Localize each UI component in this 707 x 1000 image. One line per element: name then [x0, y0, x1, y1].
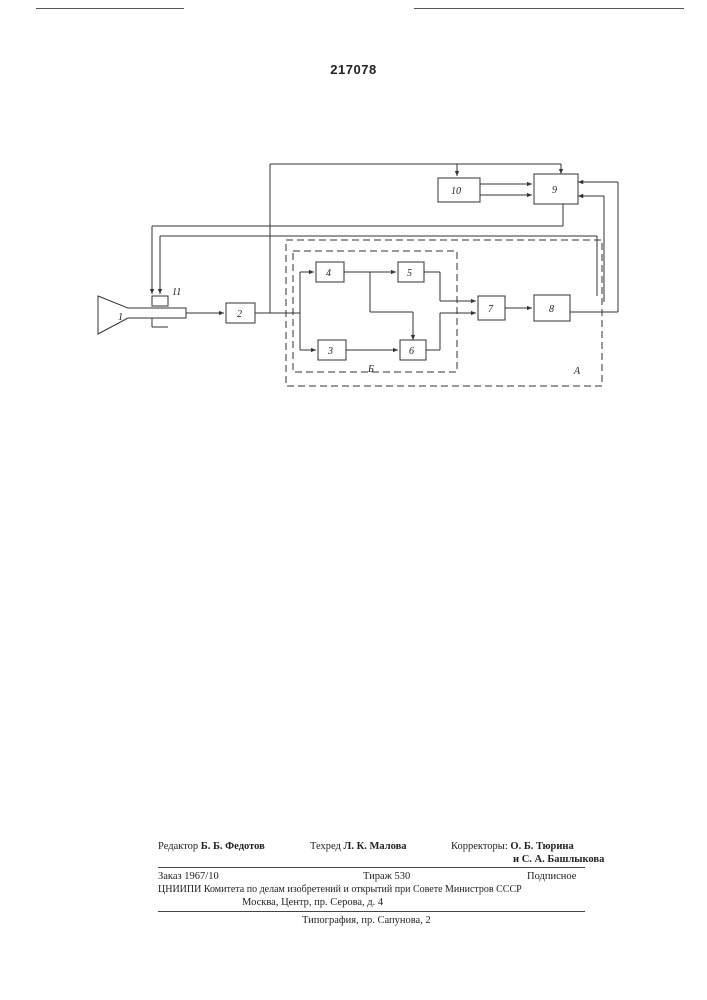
label-7: 7: [488, 304, 494, 315]
label-8: 8: [549, 304, 554, 315]
label-1: 1: [118, 312, 123, 323]
label-9: 9: [552, 185, 557, 196]
tube-1-shape: [98, 296, 186, 334]
institute-info: ЦНИИПИ Комитета по делам изобретений и о…: [158, 884, 522, 895]
techred-line: Техред Л. К. Малова: [310, 841, 407, 852]
corrector-2: С. А. Башлыкова: [522, 854, 605, 865]
label-3: 3: [327, 346, 333, 357]
label-2: 2: [237, 309, 242, 320]
label-11: 11: [172, 287, 181, 298]
subscription-info: Подписное: [527, 871, 576, 882]
editor-line: Редактор Б. Б. Федотов: [158, 841, 265, 852]
correctors-label: Корректоры:: [451, 841, 508, 852]
corrector-2-prefix: и: [513, 854, 519, 865]
techred-label: Техред: [310, 841, 341, 852]
label-6: 6: [409, 346, 414, 357]
printing-info: Типография, пр. Сапунова, 2: [302, 915, 431, 926]
label-group-b: Б: [367, 364, 374, 375]
label-10: 10: [451, 186, 461, 197]
editor-label: Редактор: [158, 841, 198, 852]
corrector-2-line: и С. А. Башлыкова: [513, 854, 604, 865]
label-5: 5: [407, 268, 412, 279]
label-4: 4: [326, 268, 331, 279]
label-group-a: А: [573, 366, 581, 377]
techred-name: Л. К. Малова: [344, 841, 407, 852]
colophon-rule-1: [158, 867, 585, 868]
editor-name: Б. Б. Федотов: [201, 841, 265, 852]
correctors-line: Корректоры: О. Б. Тюрина: [451, 841, 574, 852]
circulation-info: Тираж 530: [363, 871, 410, 882]
corrector-1: О. Б. Тюрина: [510, 841, 573, 852]
colophon-rule-2: [158, 911, 585, 912]
coil-11-shape: [152, 296, 168, 306]
address-info: Москва, Центр, пр. Серова, д. 4: [242, 897, 383, 908]
order-info: Заказ 1967/10: [158, 871, 219, 882]
